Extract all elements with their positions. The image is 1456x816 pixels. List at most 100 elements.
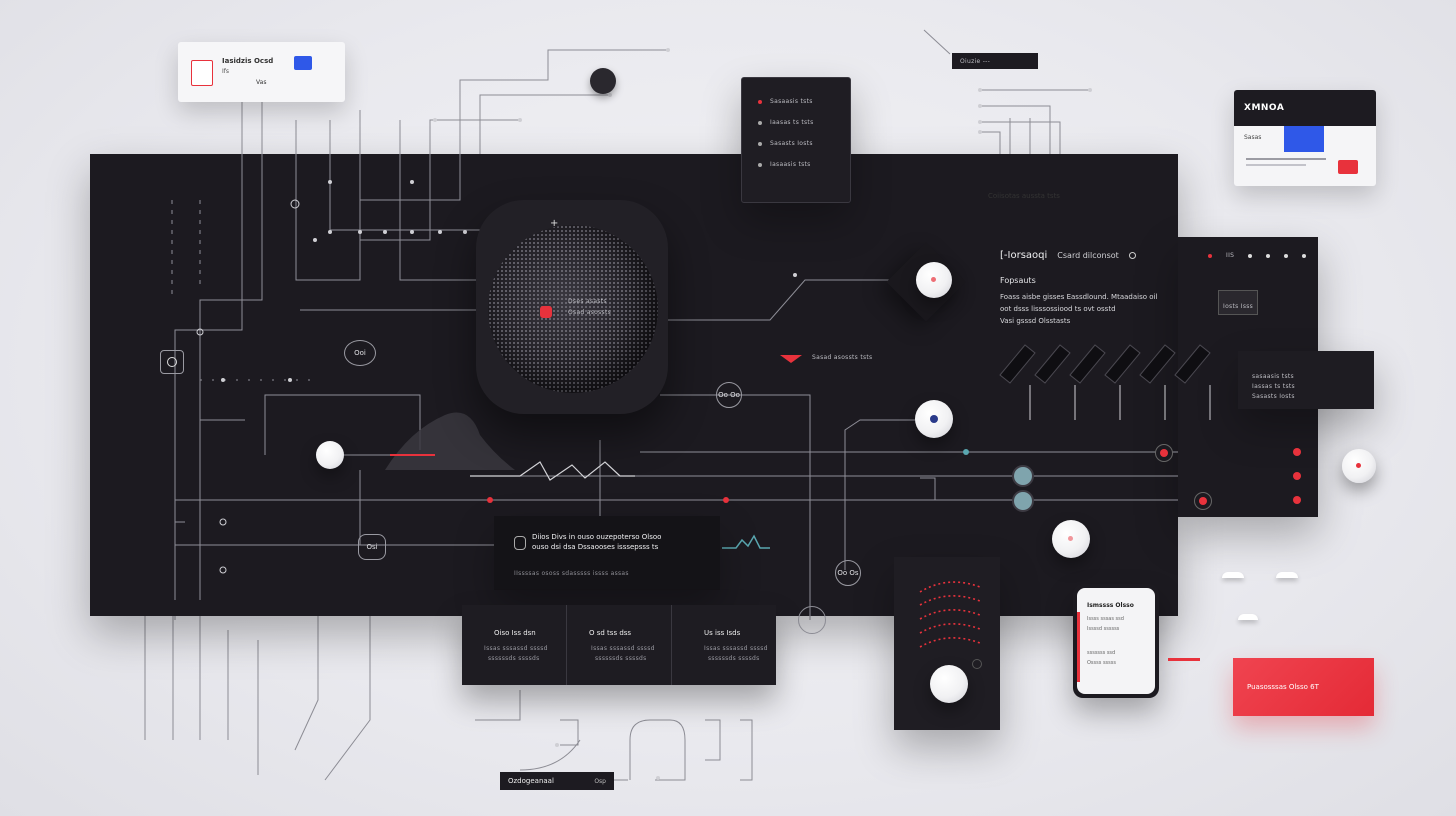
right-card-blue-block xyxy=(1284,126,1324,152)
bottom-card-line: Issas sssassd ssssd xyxy=(704,645,768,652)
bottom-label-text: Ozdogeanaal xyxy=(508,777,554,785)
phone-line: Ossss sssss xyxy=(1087,660,1116,666)
orb-line-1: Dses asasts xyxy=(568,298,607,305)
record-knob-icon[interactable] xyxy=(590,68,616,94)
list-row-dot xyxy=(758,120,762,125)
info-icon xyxy=(1128,252,1136,259)
bottom-label-bar[interactable]: Ozdogeanaal Osp xyxy=(500,772,614,790)
phone-red-accent xyxy=(1077,612,1080,682)
right-card-body: Sasas xyxy=(1234,126,1376,186)
list-row-dot xyxy=(758,99,762,104)
right-card[interactable]: XMNOA Sasas xyxy=(1234,90,1376,186)
knob-indicator xyxy=(1068,536,1073,541)
red-toggle-1[interactable] xyxy=(1155,444,1173,462)
control-dot[interactable] xyxy=(1284,253,1289,258)
list-row-label: Iasaasis tsts xyxy=(770,161,811,168)
circle-button-a[interactable]: Oo Oo xyxy=(716,382,742,408)
side-card[interactable]: sasaasis tsts Iassas ts tsts Sasasts Ios… xyxy=(1238,351,1374,409)
red-end-dot xyxy=(1293,448,1301,456)
phone-screen: Ismssss Olsso Issss sssas ssd Issssd sss… xyxy=(1077,588,1155,694)
center-text-panel[interactable]: Diios Divs in ouso ouzepoterso Olsoo ous… xyxy=(494,516,720,590)
control-dot[interactable] xyxy=(1248,253,1253,258)
blue-knob[interactable] xyxy=(915,400,953,438)
bottom-card-line: Issas sssassd ssssd xyxy=(591,645,655,652)
right-card-title: XMNOA xyxy=(1244,103,1285,113)
edge-knob[interactable] xyxy=(1342,449,1376,483)
control-dot[interactable] xyxy=(1266,253,1271,258)
knob-indicator xyxy=(931,277,936,282)
red-card[interactable]: Puasosssas Olsso 6T xyxy=(1233,658,1374,716)
toggle-1[interactable] xyxy=(1012,465,1034,487)
right-panel-line: Fopsauts xyxy=(1000,276,1036,285)
dome-3 xyxy=(1238,614,1258,620)
chain-link-icon[interactable]: Ooi xyxy=(344,340,376,366)
floating-knob[interactable] xyxy=(1052,520,1090,558)
right-panel-header: [-Iorsaoqi Csard dilconsot xyxy=(1000,250,1136,261)
bottom-card[interactable]: O sd tss dss Issas sssassd ssssd ssssssd… xyxy=(567,605,672,685)
right-card-lines xyxy=(1246,164,1306,166)
phone-frame[interactable]: Ismssss Olsso Issss sssas ssd Issssd sss… xyxy=(1073,584,1159,698)
dial-knob[interactable] xyxy=(930,665,968,703)
list-row-label: Iaasas ts tsts xyxy=(770,119,814,126)
list-card-rows: Sasaasis tsts Iaasas ts tsts Sasasts Ios… xyxy=(758,98,814,168)
list-row[interactable]: Iasaasis tsts xyxy=(758,161,814,168)
list-row[interactable]: Sasasts Iosts xyxy=(758,140,814,147)
center-panel-heading-1: Diios Divs in ouso ouzepoterso Olsoo xyxy=(532,533,662,541)
right-panel-button[interactable]: Iosts Isss xyxy=(1218,290,1259,315)
ring-icon[interactable] xyxy=(798,606,826,634)
red-card-label: Puasosssas Olsso 6T xyxy=(1247,683,1319,691)
right-panel-tag[interactable]: IIS xyxy=(1226,252,1235,259)
circle-button-b[interactable]: Oo Os xyxy=(835,560,861,586)
device-icon[interactable] xyxy=(160,350,184,374)
knob-indicator xyxy=(1356,463,1361,468)
red-slider[interactable] xyxy=(1168,658,1200,661)
bottom-card[interactable]: Oiso Iss dsn Issas sssassd ssssd ssssssd… xyxy=(462,605,567,685)
top-left-card[interactable]: Iasidzis Ocsd Ifs Vas xyxy=(178,42,345,102)
card-badge: Vas xyxy=(256,79,267,86)
right-card-red-button[interactable] xyxy=(1338,160,1358,174)
top-label-bar: Oiuzie --- xyxy=(952,53,1038,69)
knob-indicator xyxy=(930,415,938,423)
ridge-chart xyxy=(999,344,1211,420)
red-toggle-2[interactable] xyxy=(1194,492,1212,510)
toggle-2[interactable] xyxy=(1012,490,1034,512)
center-panel-heading-2: ouso dsi dsa Dssaooses isssepsss ts xyxy=(532,543,659,551)
phone-line: Issss sssas ssd xyxy=(1087,616,1124,622)
status-red-dot xyxy=(1208,253,1212,258)
signal-arcs xyxy=(919,581,981,648)
card-badge-icon xyxy=(191,60,213,86)
left-knob[interactable] xyxy=(316,441,344,469)
chain-label: Ooi xyxy=(354,349,366,357)
dome-2 xyxy=(1276,572,1298,578)
circle-button-b-label: Oo Os xyxy=(837,569,859,577)
dotted-label: Coiisotas aussta tsts xyxy=(988,192,1060,200)
red-end-dot xyxy=(1293,472,1301,480)
list-card[interactable]: Sasaasis tsts Iaasas ts tsts Sasasts Ios… xyxy=(741,77,851,203)
circle-button-a-label: Oo Oo xyxy=(718,391,740,399)
phone-title: Ismssss Olsso xyxy=(1087,602,1134,609)
center-panel-icon xyxy=(514,536,526,550)
bottom-card-group: Oiso Iss dsn Issas sssassd ssssd ssssssd… xyxy=(462,605,776,685)
list-row[interactable]: Iaasas ts tsts xyxy=(758,119,814,126)
toggle-indicator xyxy=(1160,449,1168,457)
list-row-label: Sasaasis tsts xyxy=(770,98,813,105)
shield-icon[interactable]: Osi xyxy=(358,534,386,560)
control-dot[interactable] xyxy=(1302,253,1307,258)
bottom-card-title: Oiso Iss dsn xyxy=(494,629,536,637)
card-subtitle: Ifs xyxy=(222,68,230,75)
card-title: Iasidzis Ocsd xyxy=(222,57,274,65)
crosshair-icon: + xyxy=(550,218,559,229)
toggle-indicator xyxy=(1199,497,1207,505)
device-icon-dot xyxy=(167,357,177,367)
red-marker-label: Sasad asossts tsts xyxy=(812,354,873,361)
card-accent-button[interactable] xyxy=(294,56,312,70)
list-row[interactable]: Sasaasis tsts xyxy=(758,98,814,105)
shield-label: Osi xyxy=(366,543,378,551)
diamond-knob[interactable] xyxy=(916,262,952,298)
center-panel-footer: IIssssas ososs sdasssss issss assas xyxy=(514,570,629,577)
orb-red-icon[interactable] xyxy=(540,306,552,318)
dome-1 xyxy=(1222,572,1244,578)
dial-card xyxy=(894,557,1000,730)
dotted-sphere[interactable] xyxy=(488,225,658,393)
bottom-card[interactable]: Us iss Isds Issas sssassd ssssd ssssssds… xyxy=(672,605,776,685)
